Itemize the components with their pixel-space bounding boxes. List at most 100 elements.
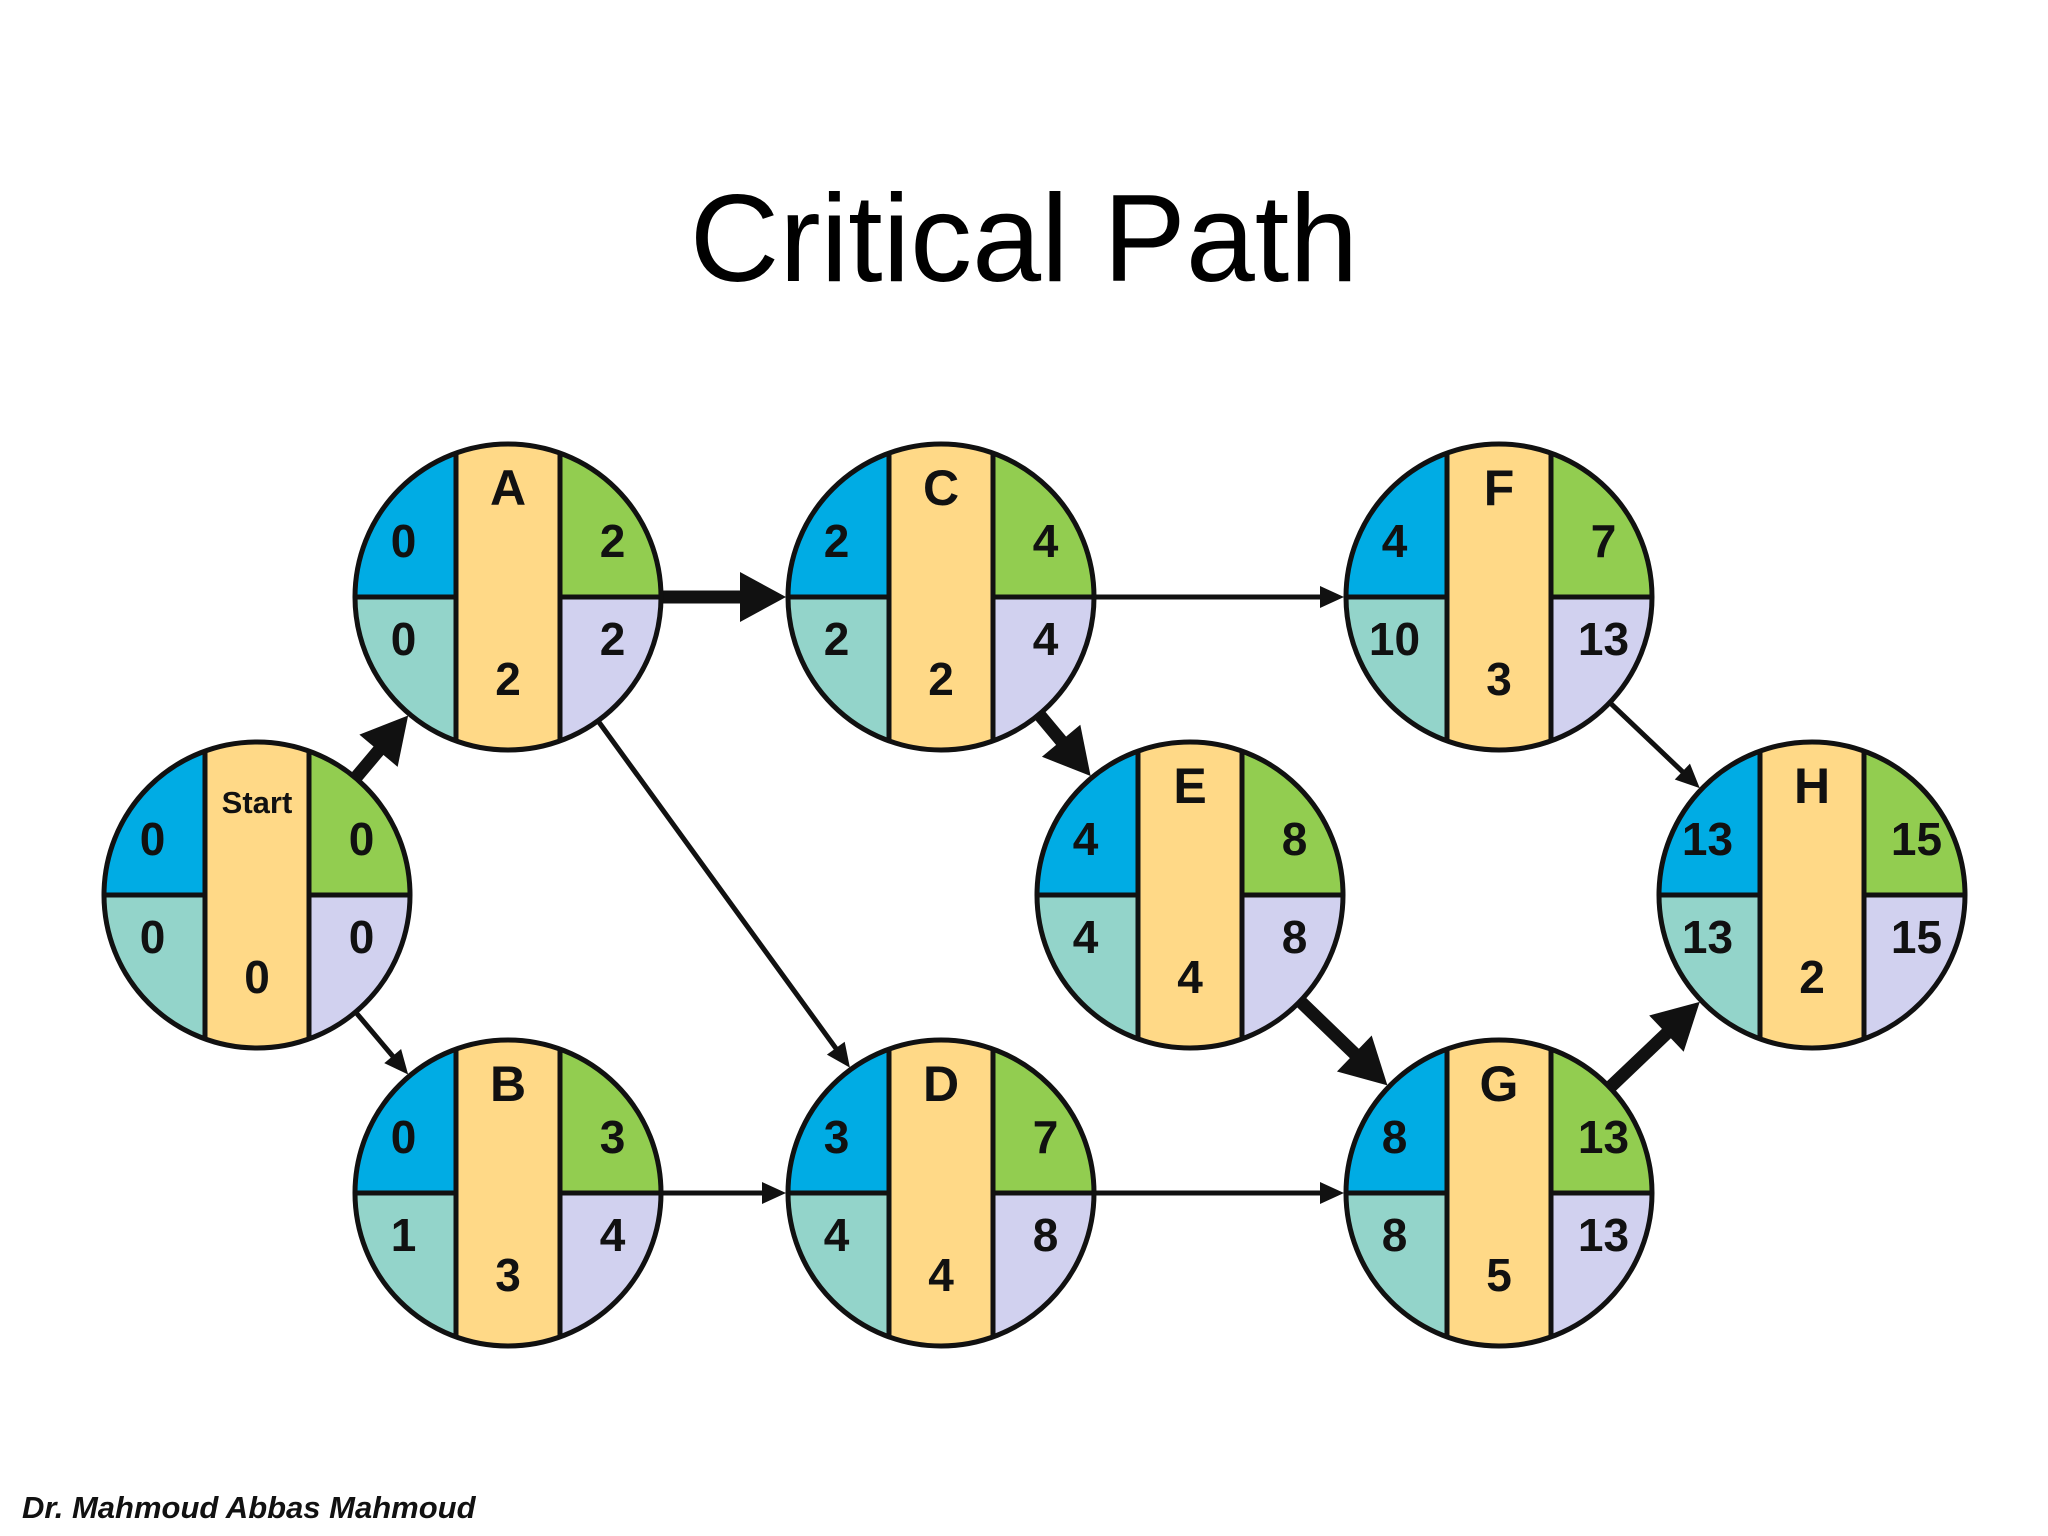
node-outline (1343, 1037, 1655, 1349)
early-finish-value: 3 (600, 1111, 626, 1163)
early-start-value: 13 (1682, 813, 1733, 865)
early-finish-value: 7 (1033, 1111, 1059, 1163)
late-start-value: 4 (824, 1209, 850, 1261)
late-start-value: 2 (824, 613, 850, 665)
node-outline (101, 739, 413, 1051)
node-name: D (923, 1056, 959, 1112)
arrow-line (354, 1011, 396, 1060)
node-outline (1656, 739, 1968, 1051)
node-name: B (490, 1056, 526, 1112)
early-start-value: 2 (824, 515, 850, 567)
node-outline (785, 1037, 1097, 1349)
node-outline (1034, 739, 1346, 1051)
edge-g-h (1606, 1001, 1700, 1091)
node-name: F (1484, 460, 1515, 516)
edge-b-d (663, 1182, 786, 1204)
early-finish-value: 15 (1891, 813, 1942, 865)
early-finish-value: 0 (349, 813, 375, 865)
arrowhead-icon (1336, 1035, 1388, 1086)
duration-cell (205, 742, 309, 1048)
early-finish-value: 7 (1591, 515, 1617, 567)
early-finish-value: 2 (600, 515, 626, 567)
node-outline (1343, 441, 1655, 753)
arrowhead-icon (1649, 1001, 1700, 1052)
duration-cell (889, 1040, 993, 1346)
edge-start-b (354, 1011, 409, 1075)
late-finish-value: 4 (1033, 613, 1059, 665)
duration-value: 2 (928, 653, 954, 705)
late-finish-value: 13 (1578, 613, 1629, 665)
edge-d-g (1096, 1182, 1344, 1204)
early-start-value: 8 (1382, 1111, 1408, 1163)
node-name: Start (222, 785, 293, 820)
duration-cell (1760, 742, 1864, 1048)
node-a: A 0 2 0 2 2 (352, 441, 664, 753)
node-outline (352, 1037, 664, 1349)
arrow-line (1297, 997, 1361, 1060)
duration-cell (1447, 1040, 1551, 1346)
node-outline (352, 441, 664, 753)
arrowhead-icon (1320, 1182, 1344, 1204)
node-name: G (1480, 1056, 1519, 1112)
arrowhead-icon (1320, 586, 1344, 608)
edge-c-e (1035, 711, 1091, 777)
arrow-line (597, 720, 839, 1052)
late-start-value: 0 (140, 911, 166, 963)
early-finish-value: 8 (1282, 813, 1308, 865)
early-finish-value: 4 (1033, 515, 1059, 567)
duration-value: 5 (1486, 1249, 1512, 1301)
late-start-value: 0 (391, 613, 417, 665)
duration-cell (1447, 444, 1551, 750)
edge-layer (351, 572, 1700, 1204)
author-credit: Dr. Mahmoud Abbas Mahmoud (22, 1490, 476, 1525)
arrow-line (1035, 711, 1068, 747)
early-start-value: 0 (391, 515, 417, 567)
node-name: H (1794, 758, 1830, 814)
late-finish-value: 8 (1282, 911, 1308, 963)
node-c: C 2 4 2 4 2 (785, 441, 1097, 753)
duration-value: 4 (928, 1249, 954, 1301)
node-name: C (923, 460, 959, 516)
late-finish-value: 13 (1578, 1209, 1629, 1261)
duration-cell (889, 444, 993, 750)
duration-value: 3 (1486, 653, 1512, 705)
edge-a-c (663, 572, 786, 622)
duration-cell (456, 1040, 560, 1346)
arrowhead-icon (826, 1041, 850, 1068)
duration-value: 2 (495, 653, 521, 705)
duration-cell (1138, 742, 1242, 1048)
page-title: Critical Path (689, 170, 1359, 308)
node-name: A (490, 460, 526, 516)
arrowhead-icon (740, 572, 786, 622)
arrowhead-icon (359, 715, 409, 767)
arrowhead-icon (1041, 724, 1091, 777)
arrow-line (351, 745, 385, 781)
arrowhead-icon (762, 1182, 786, 1204)
late-start-value: 4 (1073, 911, 1099, 963)
late-start-value: 8 (1382, 1209, 1408, 1261)
node-g: G 8 13 8 13 5 (1343, 1037, 1655, 1349)
edge-e-g (1297, 997, 1388, 1086)
late-finish-value: 4 (600, 1209, 626, 1261)
duration-cell (456, 444, 560, 750)
late-finish-value: 0 (349, 911, 375, 963)
late-start-value: 10 (1369, 613, 1420, 665)
late-finish-value: 2 (600, 613, 626, 665)
early-start-value: 4 (1073, 813, 1099, 865)
duration-value: 3 (495, 1249, 521, 1301)
early-finish-value: 13 (1578, 1111, 1629, 1163)
edge-start-a (351, 715, 409, 781)
arrow-line (1609, 702, 1686, 775)
late-finish-value: 8 (1033, 1209, 1059, 1261)
arrowhead-icon (1674, 763, 1700, 789)
edge-a-d (597, 720, 850, 1068)
edge-f-h (1609, 702, 1700, 789)
duration-value: 0 (244, 951, 270, 1003)
